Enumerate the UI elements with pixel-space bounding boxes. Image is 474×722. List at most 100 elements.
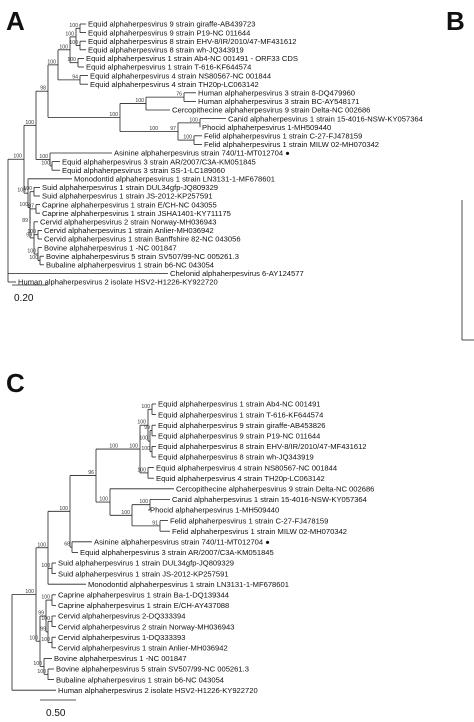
leaf-label: Bovine alphaherpesvirus 5 strain SV507/9… [56,665,249,674]
leaf-label: Equid alphaherpesvirus 9 strain giraffe-… [88,20,255,29]
leaf-label: Cervid alphaherpesvirus 1 strain Anlier-… [58,643,228,652]
leaf-label: Cervid alphaherpesvirus 1 strain Banffsh… [44,235,241,244]
bootstrap-value: 99 [144,425,150,431]
bootstrap-value: 97 [28,203,34,209]
bootstrap-value: 99 [40,626,46,632]
leaf-label: Felid alphaherpesvirus 1 strain MILW 02-… [172,527,347,536]
leaf-label: Equid alphaherpesvirus 3 strain SS-1-LC1… [62,166,225,175]
leaf-label: Equid alphaherpesvirus 4 strain NS80567-… [156,463,337,472]
bootstrap-value: 89 [22,218,28,224]
leaf-label: Equid alphaherpesvirus 4 strain TH20p-LC… [90,80,259,89]
bootstrap-value: 94 [72,74,78,80]
bootstrap-value: 100 [41,616,50,622]
leaf-label: Suid alphaherpesvirus 1 strain JS-2012-K… [58,569,229,578]
leaf-label: Equid alphaherpesvirus 1 strain Ab4-NC 0… [158,400,321,409]
bootstrap-value: 100 [41,563,50,569]
leaf-label: Suid alphaherpesvirus 1 strain JS-2012-K… [42,192,213,201]
bootstrap-value: 100 [65,31,74,37]
scale-bar-c-label: 0.50 [46,708,66,719]
bootstrap-value: 100 [121,510,130,516]
leaf-label: Suid alphaherpesvirus 1 strain DUL34gfp-… [58,559,234,568]
bootstrap-value: 100 [37,542,46,548]
leaf-label: Caprine alphaherpesvirus 1 strain E/CH-N… [42,200,217,209]
leaf-label: Bubaline alphaherpesvirus 1 strain b6-NC… [56,675,224,684]
leaf-label: Equid alphaherpesvirus 8 strain wh-JQ343… [158,453,314,462]
leaf-label: Asinine alphaherpesvirus strain 740/11-M… [94,537,270,546]
leaf-label: Canid alphaherpesvirus 1 strain 15-4016-… [228,114,423,123]
leaf-label: Equid alphaherpesvirus 8 strain wh-JQ343… [88,45,244,54]
leaf-label: Cervid alphaherpesvirus 1-DQ333393 [58,633,185,642]
bootstrap-value: 100 [41,637,50,643]
leaf-label: Equid alphaherpesvirus 9 strain P19-NC 0… [88,28,250,37]
bootstrap-value: 100 [135,98,144,104]
leaf-label: Equid alphaherpesvirus 4 strain TH20p-LC… [156,474,325,483]
panel-b-partial-frame [461,200,474,341]
leaf-label: Equid alphaherpesvirus 3 strain AR/2007/… [62,157,256,166]
bootstrap-value: 76 [176,92,182,98]
leaf-label: Monodontid alphaherpesvirus 1 strain LN3… [88,580,289,589]
bootstrap-value: 100 [29,636,38,642]
bootstrap-value: 100 [19,202,28,208]
leaf-label: Asinine alphaherpesvirus strain 740/11-M… [114,149,290,158]
bootstrap-value: 68 [64,542,70,548]
leaf-label: Cercopithecine alphaherpesvirus 9 strain… [176,484,374,493]
bootstrap-value: 100 [183,135,192,141]
leaf-label: Felid alphaherpesvirus 1 strain C-27-FJ4… [170,516,328,525]
leaf-label: Equid alphaherpesvirus 1 strain T-616-KF… [86,63,251,72]
tree-panel-c: Equid alphaherpesvirus 1 strain Ab4-NC 0… [11,400,374,695]
bootstrap-value: 91 [152,520,158,526]
leaf-label: Equid alphaherpesvirus 8 strain EHV-8/IR… [88,37,297,46]
bootstrap-value: 100 [33,661,42,667]
bootstrap-value: 100 [41,595,50,601]
panel-letter-c: C [6,368,25,398]
bootstrap-value: 100 [139,436,148,442]
bootstrap-value: 100 [27,229,36,235]
leaf-label: Equid alphaherpesvirus 9 strain giraffe-… [158,421,325,430]
panel-letter-a: A [6,6,25,36]
bootstrap-value: 100 [25,589,34,595]
leaf-label: Caprine alphaherpesvirus 1 strain Ba-1-D… [58,590,229,599]
leaf-label: Cervid alphaherpesvirus 2-DQ333394 [58,612,185,621]
leaf-label: Human alphaherpesvirus 3 strain BC-AY548… [198,97,360,106]
leaf-label: Caprine alphaherpesvirus 1 strain E/CH-A… [58,601,229,610]
leaf-label: Felid alphaherpesvirus 1 strain MILW 02-… [204,140,379,149]
leaf-label: Bubaline alphaherpesvirus 1 strain b6-NC… [46,260,214,269]
leaf-label: Equid alphaherpesvirus 4 strain NS80567-… [90,71,271,80]
bootstrap-value: 100 [189,117,198,123]
panel-letter-b: B [446,6,465,36]
bootstrap-value: 100 [39,154,48,160]
bootstrap-value: 99 [38,611,44,617]
bootstrap-value: 100 [17,188,26,194]
bootstrap-value: 100 [29,255,38,261]
leaf-label: Bovine alphaherpesvirus 1 -NC 001847 [54,654,187,663]
leaf-label: Cercopithecine alphaherpesvirus 9 strain… [172,106,370,115]
bootstrap-value: 100 [141,446,150,452]
bootstrap-value: 100 [37,669,46,675]
bootstrap-value: 98 [40,86,46,92]
leaf-label: Bovine alphaherpesvirus 5 strain SV507/9… [46,252,239,261]
leaf-label: Human alphaherpesvirus 3 strain 8-DQ4799… [198,88,355,97]
bootstrap-value: 99 [26,232,32,238]
leaf-label: Human alphaherpesvirus 2 isolate HSV2-H1… [18,278,218,287]
leaf-label: Monodontid alphaherpesvirus 1 strain LN3… [74,174,275,183]
bootstrap-value: 100 [109,112,118,118]
leaf-label: Phocid alphaherpesvirus 1-MH509440 [150,506,279,515]
bootstrap-value: 100 [41,160,50,166]
bootstrap-value: 100 [137,420,146,426]
leaf-label: Bovine alphaherpesvirus 1 -NC 001847 [44,243,177,252]
leaf-label: Equid alphaherpesvirus 8 strain EHV-8/IR… [158,442,367,451]
bootstrap-value: 100 [47,59,56,65]
scale-bar-a: 0.20 [12,284,48,304]
bootstrap-value: 100 [67,57,76,63]
bootstrap-value: 100 [149,126,158,132]
scale-bar-c: 0.50 [40,699,76,719]
leaf-label: Felid alphaherpesvirus 1 strain C-27-FJ4… [204,131,362,140]
bootstrap-value: 100 [69,40,78,46]
bootstrap-value: 100 [69,23,78,29]
leaf-label: Cervid alphaherpesvirus 2 strain Norway-… [40,217,216,226]
leaf-label: Canid alphaherpesvirus 1 strain 15-4016-… [172,495,367,504]
bootstrap-value: 96 [88,470,94,476]
leaf-label: Equid alphaherpesvirus 3 strain AR/2007/… [80,548,274,557]
bootstrap-value: 100 [139,499,148,505]
